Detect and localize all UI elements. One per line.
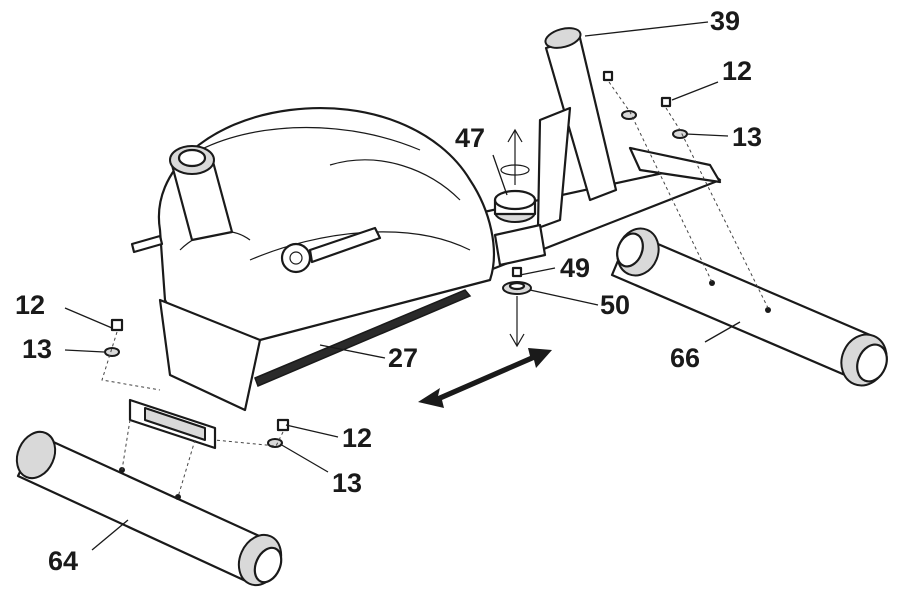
callout-64: 64: [48, 546, 79, 576]
callout-13-top: 13: [732, 122, 763, 152]
callout-13-left: 13: [22, 334, 53, 364]
callout-27: 27: [388, 343, 419, 373]
leader-lines: [64, 21, 741, 551]
assembly-guide-lines: [101, 81, 769, 498]
callout-50: 50: [600, 290, 631, 320]
callout-47: 47: [455, 123, 486, 153]
callout-13-mid: 13: [332, 468, 363, 498]
front-foot-plate: [128, 298, 262, 450]
callout-49: 49: [560, 253, 591, 283]
callout-66: 66: [670, 343, 701, 373]
rear-stabilizer-66: [610, 227, 888, 387]
callout-12-top: 12: [722, 56, 753, 86]
callout-12-mid: 12: [342, 423, 373, 453]
front-post: [169, 145, 234, 242]
movement-arrow: [418, 348, 552, 408]
callout-39: 39: [710, 6, 741, 36]
base-rail-27: [254, 289, 472, 387]
adjust-knob-assembly: [493, 128, 547, 348]
flywheel-shroud: [130, 106, 496, 348]
callout-12-left: 12: [15, 290, 46, 320]
front-stabilizer-64: [15, 430, 283, 587]
